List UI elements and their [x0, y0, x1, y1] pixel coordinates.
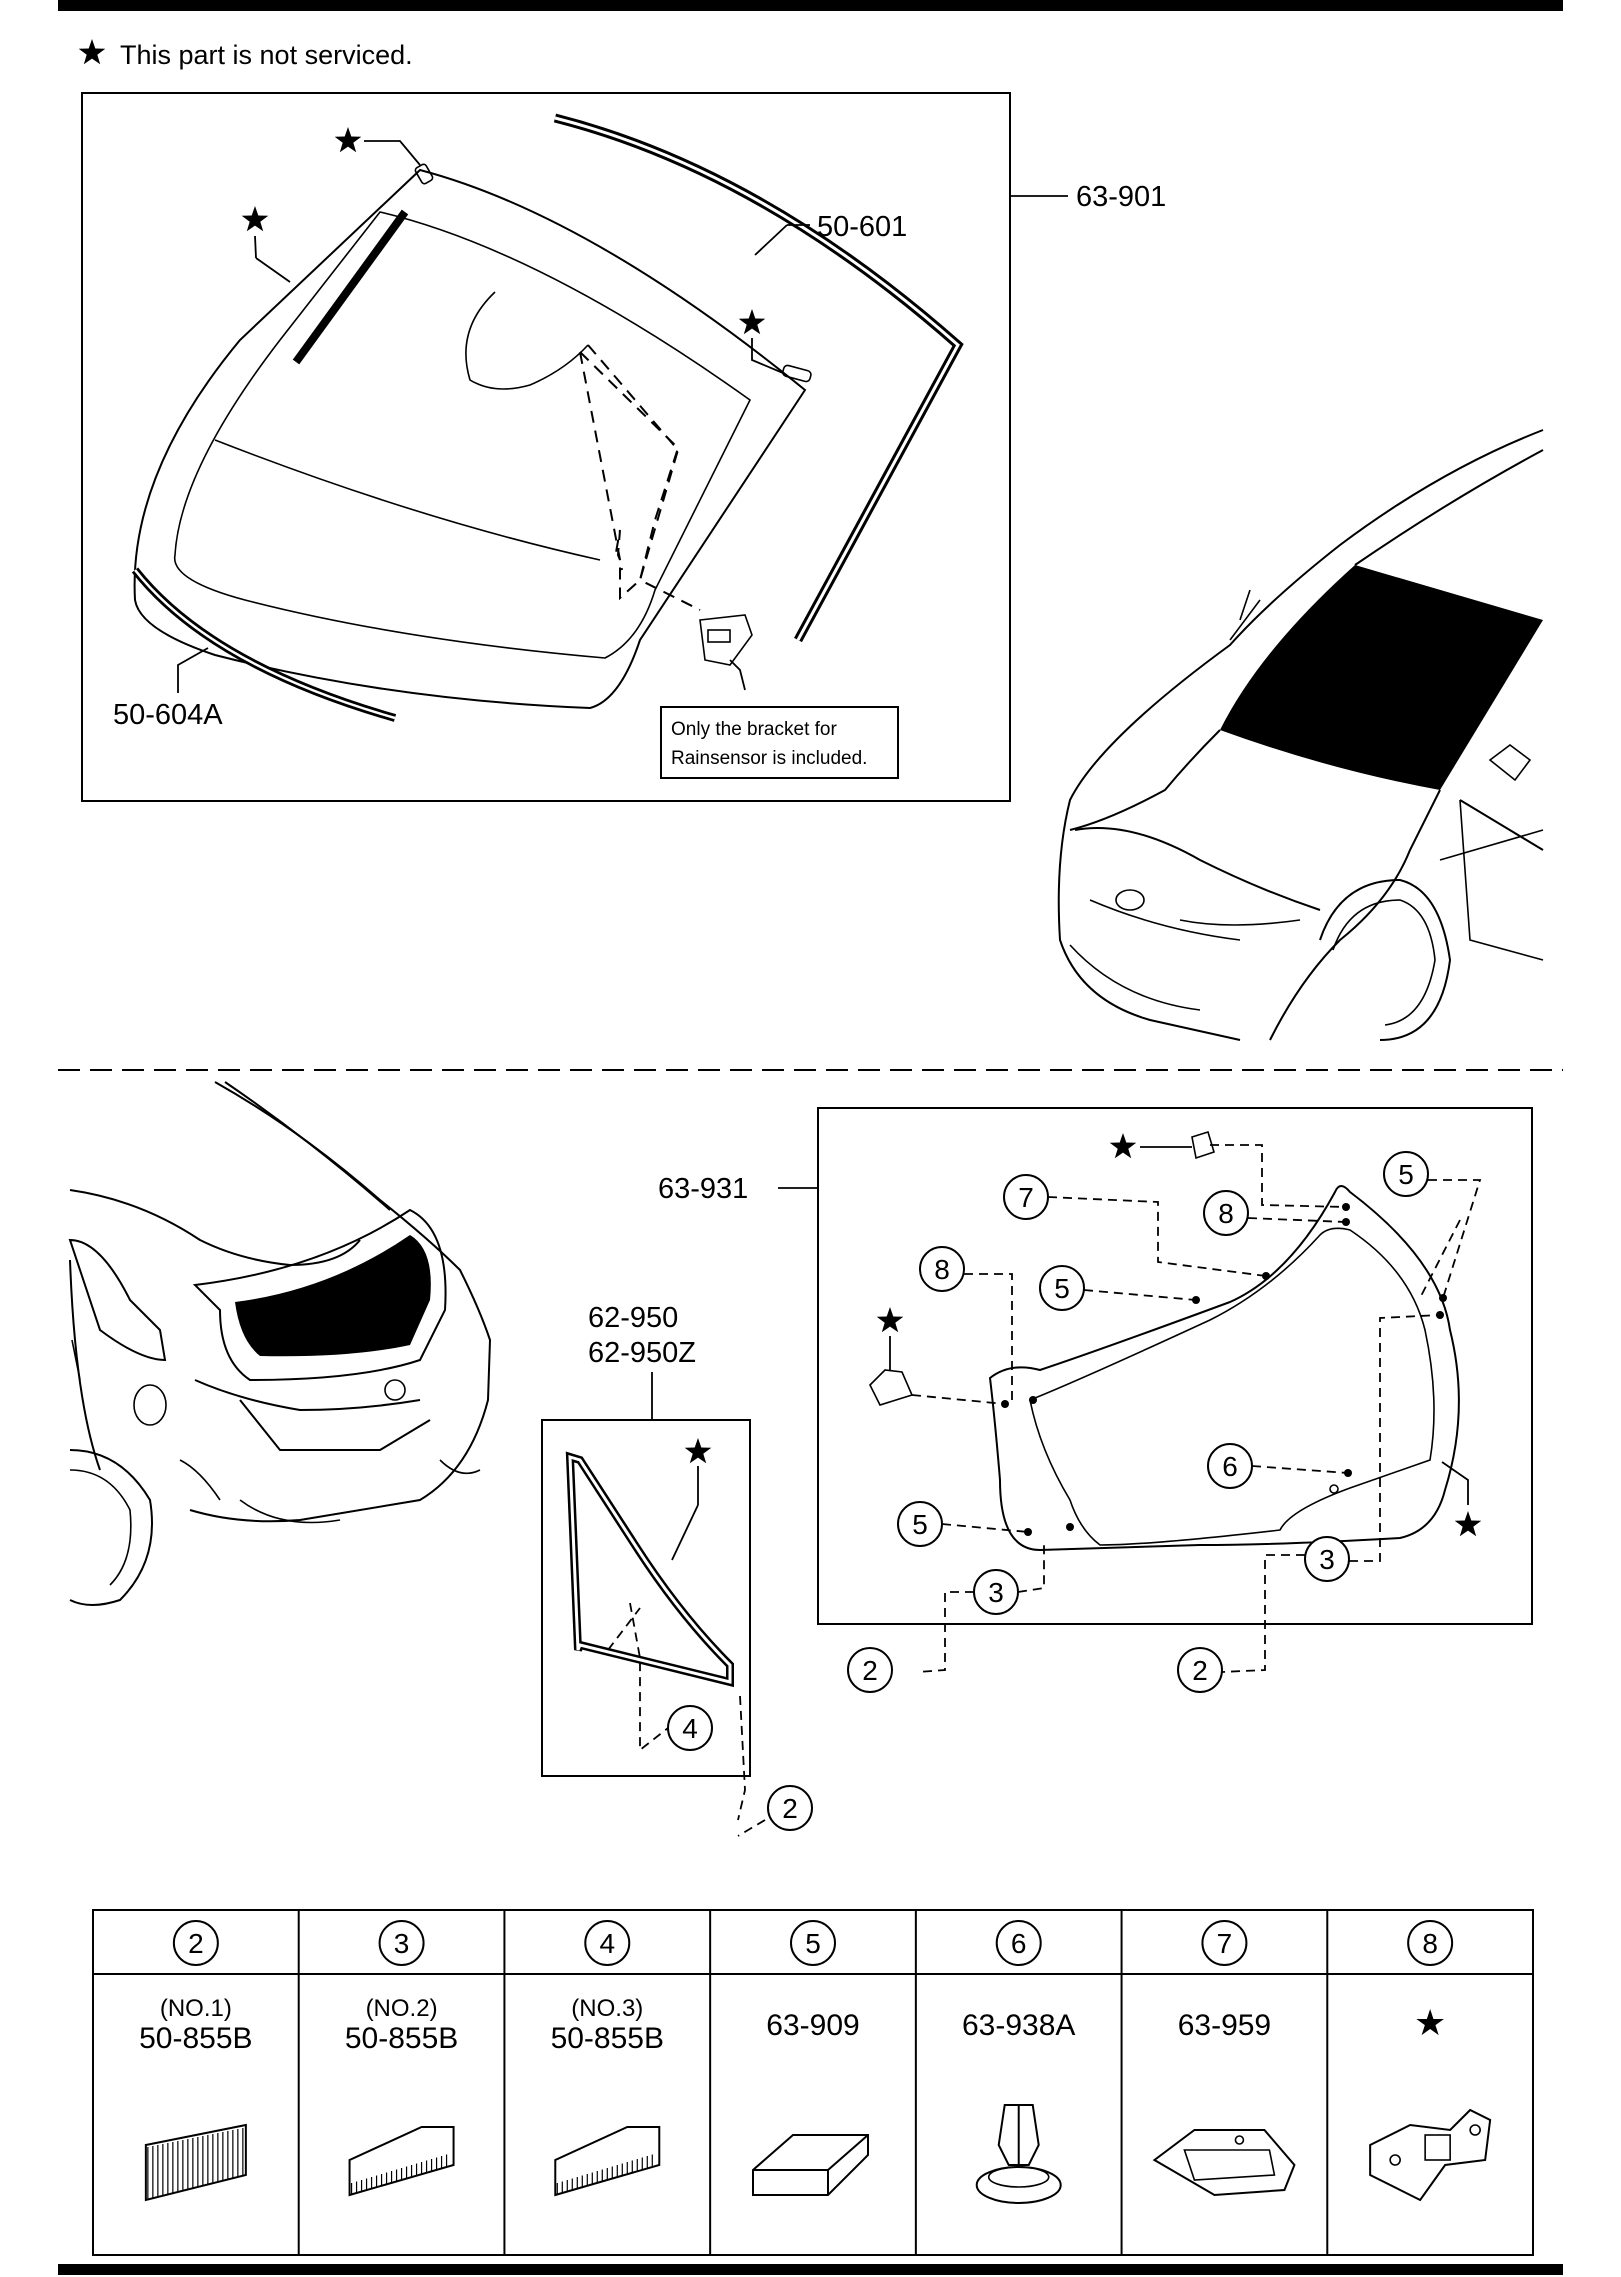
table-sub: (NO.1) [160, 1995, 232, 2022]
part-62-950Z: 62-950Z [588, 1337, 696, 1369]
table-part-number: 63-959 [1178, 2009, 1271, 2042]
callout-2-right [1177, 1647, 1223, 1693]
part-63-901: 63-901 [1076, 181, 1166, 213]
table-part-number: 50-855B [345, 2022, 458, 2055]
rear-car-illustration [68, 1081, 492, 1606]
table-part-number: 63-909 [766, 2009, 859, 2042]
part-50-601: 50-601 [817, 211, 907, 243]
table-part-number: 50-855B [139, 2022, 252, 2055]
wedge-tape-icon [554, 2126, 661, 2197]
spacer-block-icon [752, 2134, 869, 2196]
hinge-clip-icon [1369, 2108, 1492, 2202]
upper-molding [553, 113, 964, 643]
table-part-number: 50-855B [551, 2022, 664, 2055]
part-62-950: 62-950 [588, 1302, 678, 1334]
svg-text:5: 5 [912, 1509, 928, 1540]
table-ref: 5 [805, 1928, 821, 1959]
windshield-frame [81, 92, 1011, 802]
fastener-clip-icon [975, 2104, 1062, 2204]
parts-table-frame [92, 1909, 1534, 2256]
svg-text:2: 2 [782, 1793, 798, 1824]
svg-text:8: 8 [1218, 1198, 1234, 1229]
table-ref: 4 [599, 1928, 615, 1959]
table-part-number: 63-938A [962, 2009, 1075, 2042]
parts-table-column: 5 63-909 [752, 1920, 869, 2196]
callout-2-left [847, 1647, 893, 1693]
parts-table-column: 4 (NO.3)50-855B [551, 1920, 664, 2197]
table-ref: 3 [394, 1928, 410, 1959]
wedge-tape-icon [348, 2126, 455, 2197]
table-ref: 2 [188, 1928, 204, 1959]
star-icon [334, 127, 362, 153]
callout-5-top [1383, 1151, 1429, 1197]
table-callout [995, 1920, 1042, 1966]
table-sub: (NO.3) [571, 1995, 643, 2022]
part-63-931: 63-931 [658, 1173, 748, 1205]
callout-2 [767, 1785, 813, 1831]
bottom-rule [58, 2264, 1563, 2275]
star-icon [241, 206, 269, 232]
star-icon [738, 309, 766, 335]
svg-text:8: 8 [934, 1254, 950, 1285]
note-line-2: Rainsensor is included. [671, 748, 867, 769]
table-callout [378, 1920, 425, 1966]
parts-table-column: 7 63-959 [1152, 1920, 1296, 2197]
front-car-illustration [1057, 429, 1544, 1041]
star-icon [876, 1307, 904, 1333]
table-callout [790, 1920, 836, 1966]
svg-text:3: 3 [988, 1577, 1004, 1608]
liftgate-frame [817, 1107, 1533, 1625]
table-callout [1407, 1920, 1454, 1966]
table-callout [584, 1920, 631, 1966]
table-callout [172, 1920, 219, 1966]
note-box [660, 706, 899, 779]
parts-table-column: 3 (NO.2)50-855B [345, 1920, 458, 2197]
callout-8-top [1203, 1190, 1249, 1236]
table-ref: 7 [1217, 1928, 1233, 1959]
quarter-glass-frame [541, 1419, 751, 1777]
bracket-pad-icon [1152, 2129, 1296, 2197]
part-50-604A: 50-604A [113, 699, 223, 731]
svg-text:2: 2 [862, 1655, 878, 1686]
svg-text:4: 4 [682, 1713, 698, 1744]
parts-table-column: 6 63-938A [962, 1920, 1075, 2204]
callout-5-mid [1039, 1265, 1085, 1311]
svg-text:2: 2 [1192, 1655, 1208, 1686]
svg-text:3: 3 [1319, 1544, 1335, 1575]
parts-table-column: 2 (NO.1)50-855B [139, 1920, 253, 2202]
star-icon [78, 39, 106, 65]
svg-text:6: 6 [1222, 1451, 1238, 1482]
svg-text:5: 5 [1398, 1159, 1414, 1190]
note-line-1: Only the bracket for [671, 719, 837, 740]
table-part-number: ★ [1414, 2002, 1446, 2043]
rainsensor-bracket [699, 614, 753, 666]
windshield-panel: 63-901 50-601 50-604A [81, 92, 1166, 802]
windshield-glass [133, 168, 807, 710]
liftgate-glass-panel: 63-931 7 [658, 1107, 1533, 1693]
svg-text:5: 5 [1054, 1273, 1070, 1304]
callout-3-right [1304, 1536, 1350, 1582]
legend-note: This part is not serviced. [120, 40, 413, 70]
callout-4 [667, 1705, 713, 1751]
star-icon [1109, 1133, 1137, 1159]
table-sub: (NO.2) [366, 1995, 438, 2022]
star-icon [1454, 1511, 1482, 1537]
callout-8-left [919, 1246, 965, 1292]
top-rule [58, 0, 1563, 11]
table-callout [1201, 1920, 1248, 1966]
parts-table-column: 8★ [1369, 1920, 1492, 2202]
star-icon [684, 1438, 712, 1464]
svg-text:7: 7 [1018, 1182, 1034, 1213]
tape-strip-icon [144, 2123, 247, 2202]
quarter-glass-panel: 62-950 62-950Z 4 2 [541, 1302, 813, 1837]
parts-table: 2(NO.1)50-855B3(NO.2)50-855B4(NO.3)50-85… [92, 1909, 1534, 2256]
legend: This part is not serviced. [78, 39, 413, 70]
table-ref: 8 [1422, 1928, 1438, 1959]
table-ref: 6 [1011, 1928, 1027, 1959]
